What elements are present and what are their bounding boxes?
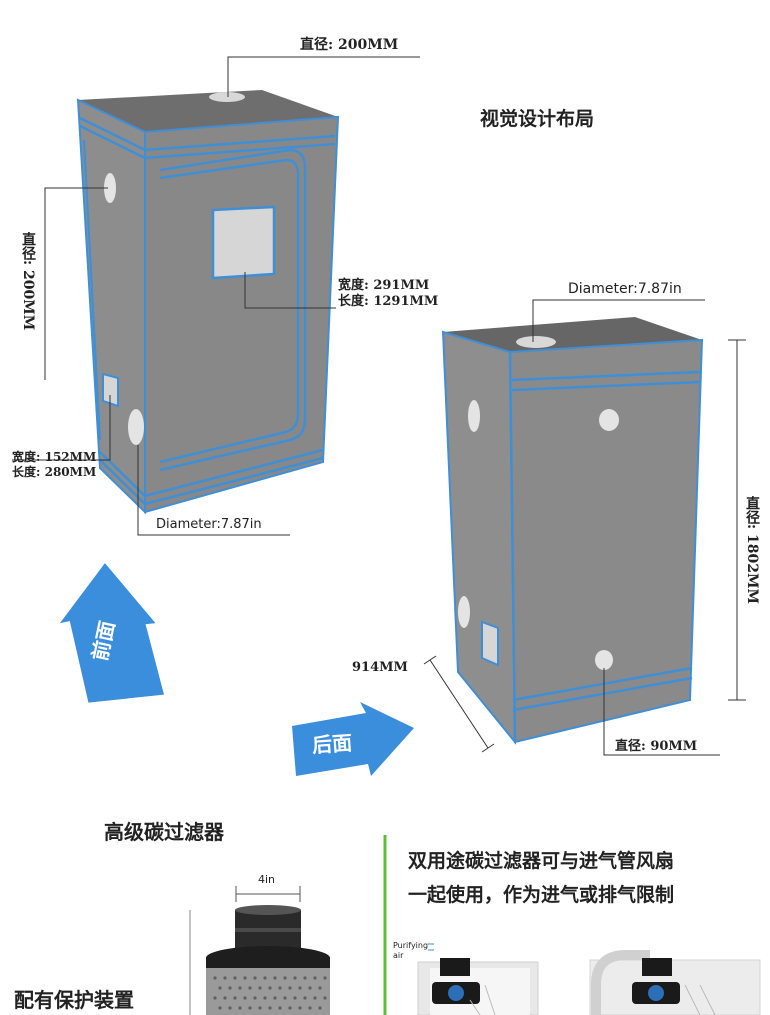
usage-line-2: 一起使用，作为进气或排气限制 (408, 884, 675, 906)
front-small-window (102, 372, 119, 408)
back-bottom-vent (595, 650, 613, 670)
front-side-vent-label: 直径: 200MM (20, 232, 36, 331)
front-tent-front-face (144, 115, 340, 514)
carbon-filter (189, 886, 330, 1015)
page-title: 视觉设计布局 (480, 108, 595, 130)
front-window-width-label: 宽度: 291MM (338, 278, 430, 293)
back-top-vent (516, 336, 556, 348)
usage-diagram-left (417, 943, 539, 1015)
back-side-vent-upper (468, 400, 480, 432)
back-face-vent (599, 409, 619, 431)
filter-size-label: 4in (258, 873, 276, 886)
back-side-vent-lower (458, 596, 470, 628)
front-arrow (59, 563, 165, 703)
front-side-vent (104, 173, 116, 203)
back-arrow (292, 702, 414, 776)
front-top-vent-label: 直径: 200MM (300, 37, 399, 53)
usage-diagram-right (589, 950, 761, 1015)
filter-heading: 高级碳过滤器 (104, 820, 224, 844)
front-window-length-label: 长度: 1291MM (338, 294, 439, 309)
purifying-air-label: Purifying air (393, 941, 429, 960)
front-bottom-vent (128, 409, 144, 445)
fan-icon-2 (648, 985, 664, 1001)
front-top-vent (209, 92, 245, 102)
back-height-label: 直径: 1802MM (744, 496, 760, 605)
back-arrow-label: 后面 (311, 730, 353, 758)
front-window (211, 205, 276, 280)
front-small-window-length-label: 长度: 280MM (12, 465, 97, 479)
back-tent (423, 299, 746, 756)
back-small-window (481, 620, 499, 667)
fan-icon (448, 985, 464, 1001)
back-depth-label: 914MM (352, 660, 408, 675)
usage-line-1: 双用途碳过滤器可与进气管风扇 (408, 850, 675, 872)
back-bottom-vent-label: 直径: 90MM (615, 739, 698, 754)
back-top-vent-label: Diameter:7.87in (568, 281, 682, 297)
protection-label: 配有保护装置 (14, 988, 134, 1012)
front-tent (12, 56, 420, 536)
front-bottom-vent-label: Diameter:7.87in (156, 517, 262, 532)
front-small-window-width-label: 宽度: 152MM (12, 450, 97, 464)
back-tent-left-side (441, 330, 517, 745)
